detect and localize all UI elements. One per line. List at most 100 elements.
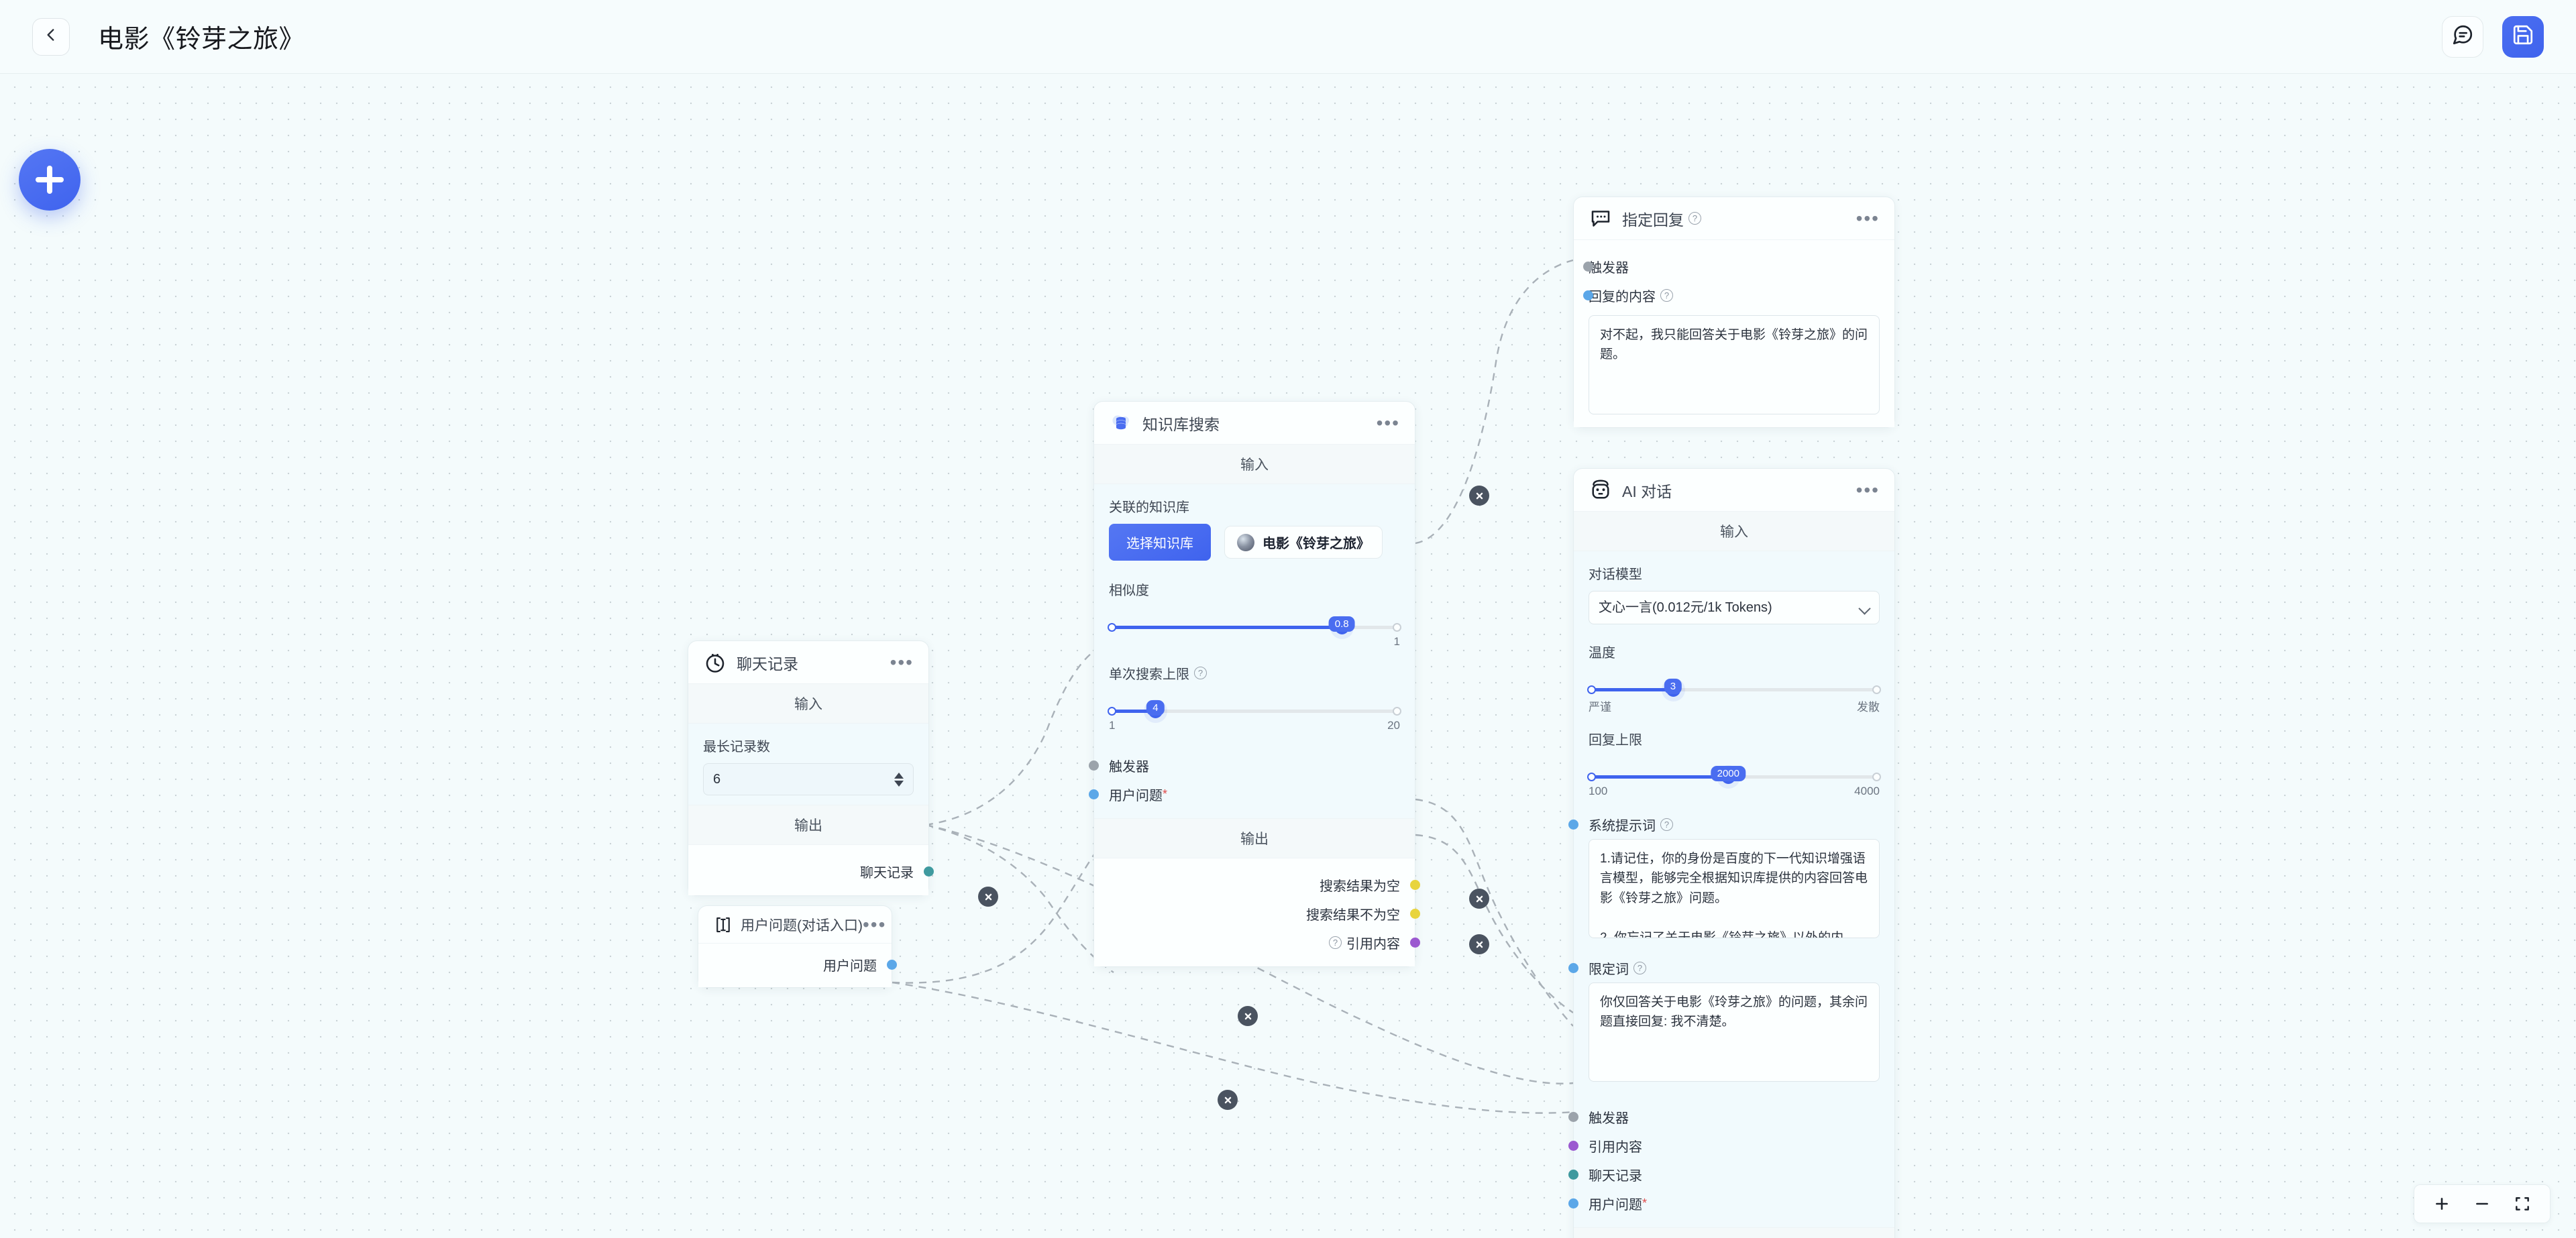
constraint-textarea[interactable] [1589,982,1880,1082]
port-constraint[interactable]: 限定词 ? [1568,954,1880,982]
port-quote-content[interactable]: ? 引用内容 [1109,928,1420,957]
port-dot[interactable] [1568,1198,1578,1208]
port-chat-history[interactable]: 聊天记录 [703,857,934,886]
port-dot[interactable] [924,866,934,877]
kb-chip[interactable]: 电影《铃芽之旅》 [1224,526,1383,559]
node-menu-button[interactable]: ••• [1856,207,1880,229]
similarity-slider[interactable]: 0.8 1 [1108,607,1401,649]
port-trigger[interactable]: 触发器 [1568,1103,1880,1131]
help-icon[interactable]: ? [1660,818,1673,831]
slider-fill [1109,710,1156,713]
port-dot[interactable] [1568,1140,1578,1151]
port-result-empty[interactable]: 搜索结果为空 [1109,870,1420,899]
output-section-label: 输出 [1094,818,1415,858]
node-header[interactable]: 知识库搜索 ••• [1094,402,1415,445]
port-result-not-empty[interactable]: 搜索结果不为空 [1109,899,1420,928]
port-user-question[interactable]: 用户问题 * [1568,1189,1880,1218]
slider-fill [1589,775,1729,779]
zoom-out-button[interactable] [2473,1195,2491,1213]
delete-edge-button[interactable] [1469,889,1489,909]
reply-content-textarea[interactable] [1589,315,1880,414]
port-dot[interactable] [1568,820,1578,830]
port-dot[interactable] [1568,962,1578,973]
port-chat-history[interactable]: 聊天记录 [1568,1160,1880,1189]
text-cursor-icon [713,915,733,935]
delete-edge-button[interactable] [978,887,998,907]
zoom-in-button[interactable] [2433,1195,2451,1213]
slider-min-label: 严谨 [1589,701,1611,714]
model-select[interactable]: 文心一言(0.012元/1k Tokens) [1589,591,1880,624]
port-label: 触发器 [1589,1111,1629,1126]
node-menu-button[interactable]: ••• [890,651,914,673]
required-mark: * [1642,1196,1648,1210]
help-icon[interactable]: ? [1688,212,1701,225]
delete-edge-button[interactable] [1469,934,1489,954]
port-label: 引用内容 [1346,937,1400,952]
output-section-label: 输出 [688,805,928,845]
port-reply-content[interactable]: 回复的内容 ? [1583,281,1880,310]
node-menu-button[interactable]: ••• [1856,479,1880,500]
limit-slider[interactable]: 4 1 20 [1108,691,1401,732]
port-trigger[interactable]: 触发器 [1583,252,1880,281]
slider-value-bubble: 0.8 [1328,616,1355,632]
node-specified-reply[interactable]: 指定回复 ? ••• 触发器 回复的内容 ? [1573,196,1895,428]
port-dot[interactable] [1568,1111,1578,1122]
port-user-question[interactable]: 用户问题 * [1089,780,1400,809]
max-records-input[interactable] [713,771,894,787]
help-icon[interactable]: ? [1660,289,1673,302]
kb-chip-label: 电影《铃芽之旅》 [1263,537,1370,551]
port-dot[interactable] [1568,1169,1578,1180]
node-header[interactable]: 用户问题(对话入口) ••• [698,906,892,944]
node-chat-history[interactable]: 聊天记录 ••• 输入 最长记录数 输出 聊天记录 [688,640,934,896]
stepper-arrows[interactable] [894,772,904,787]
port-trigger[interactable]: 触发器 [1089,751,1400,780]
port-dot[interactable] [887,960,897,970]
flow-canvas[interactable]: 指定回复 ? ••• 触发器 回复的内容 ? [0,74,2576,1238]
help-icon[interactable]: ? [1329,936,1342,949]
slider-value-bubble: 2000 [1711,766,1746,781]
node-header[interactable]: AI 对话 ••• [1574,469,1894,512]
slider-track[interactable]: 2000 [1587,766,1881,784]
help-icon[interactable]: ? [1194,667,1207,679]
max-records-stepper[interactable] [703,763,914,795]
port-dot[interactable] [1583,290,1593,300]
port-label: 聊天记录 [860,866,914,881]
port-dot[interactable] [1089,789,1099,799]
chat-preview-button[interactable] [2442,15,2483,58]
node-ai-chat[interactable]: AI 对话 ••• 输入 对话模型 文心一言(0.012元/1k Tokens)… [1568,468,1895,1238]
port-dot[interactable] [1089,761,1099,771]
port-dot[interactable] [1410,909,1420,919]
port-dot[interactable] [1583,262,1593,272]
stepper-down-icon[interactable] [894,780,904,787]
node-menu-button[interactable]: ••• [863,913,887,935]
port-user-question[interactable]: 用户问题 [713,950,897,979]
node-user-question-entry[interactable]: 用户问题(对话入口) ••• 用户问题 [698,905,897,988]
node-header[interactable]: 指定回复 ? ••• [1574,197,1894,240]
delete-edge-button[interactable] [1218,1090,1238,1110]
system-prompt-textarea[interactable] [1589,839,1880,938]
stepper-up-icon[interactable] [894,772,904,779]
slider-track[interactable]: 0.8 [1108,616,1401,634]
model-select-wrap[interactable]: 文心一言(0.012元/1k Tokens) [1589,591,1880,624]
save-button[interactable] [2502,15,2544,58]
delete-edge-button[interactable] [1469,486,1489,506]
port-quote-content[interactable]: 引用内容 [1568,1131,1880,1160]
delete-edge-button[interactable] [1238,1006,1258,1026]
node-kb-search[interactable]: 知识库搜索 ••• 输入 关联的知识库 选择知识库 电影《铃芽之旅》 相似度 [1089,401,1420,967]
node-header[interactable]: 聊天记录 ••• [688,641,928,684]
select-kb-button[interactable]: 选择知识库 [1109,524,1211,561]
zoom-controls [2414,1184,2551,1223]
reply-limit-slider[interactable]: 2000 100 4000 [1587,756,1881,798]
fit-screen-button[interactable] [2514,1195,2531,1213]
field-label: 系统提示词 [1589,819,1656,834]
port-dot[interactable] [1410,880,1420,890]
slider-track[interactable]: 3 [1587,679,1881,697]
node-menu-button[interactable]: ••• [1376,412,1400,433]
port-dot[interactable] [1410,938,1420,948]
port-system-prompt[interactable]: 系统提示词 ? [1568,810,1880,839]
back-button[interactable] [32,17,70,56]
temperature-slider[interactable]: 3 严谨 发散 [1587,669,1881,714]
add-node-button[interactable] [19,149,80,211]
slider-track[interactable]: 4 [1108,700,1401,718]
help-icon[interactable]: ? [1633,961,1646,974]
